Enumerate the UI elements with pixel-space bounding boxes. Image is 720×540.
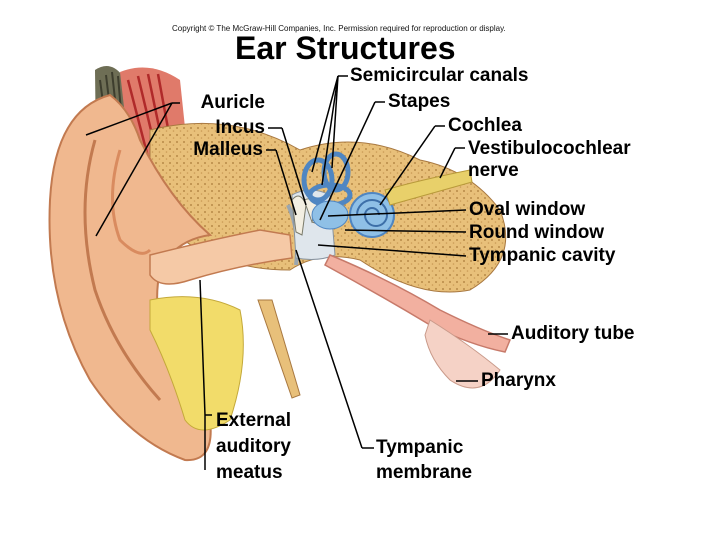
label-tympanic-membrane-line2: membrane [376, 462, 472, 483]
label-auditory-tube: Auditory tube [511, 323, 635, 344]
label-cochlea: Cochlea [448, 115, 522, 136]
page-title: Ear Structures [235, 30, 456, 67]
label-pharynx: Pharynx [481, 370, 556, 391]
label-oval-window: Oval window [469, 199, 585, 220]
label-malleus: Malleus [150, 139, 263, 160]
label-external-line2: auditory [216, 436, 291, 457]
styloid-process [258, 300, 300, 398]
label-semicircular-canals: Semicircular canals [350, 65, 529, 86]
label-auricle: Auricle [150, 92, 265, 113]
label-external-line3: meatus [216, 462, 283, 483]
label-incus: Incus [150, 117, 265, 138]
label-tympanic-membrane-line1: Tympanic [376, 437, 463, 458]
label-vestibulocochlear-line1: Vestibulocochlear [468, 138, 631, 159]
label-stapes: Stapes [388, 91, 450, 112]
label-tympanic-cavity: Tympanic cavity [469, 245, 615, 266]
label-vestibulocochlear-line2: nerve [468, 160, 519, 181]
label-round-window: Round window [469, 222, 604, 243]
label-external-line1: External [216, 410, 291, 431]
